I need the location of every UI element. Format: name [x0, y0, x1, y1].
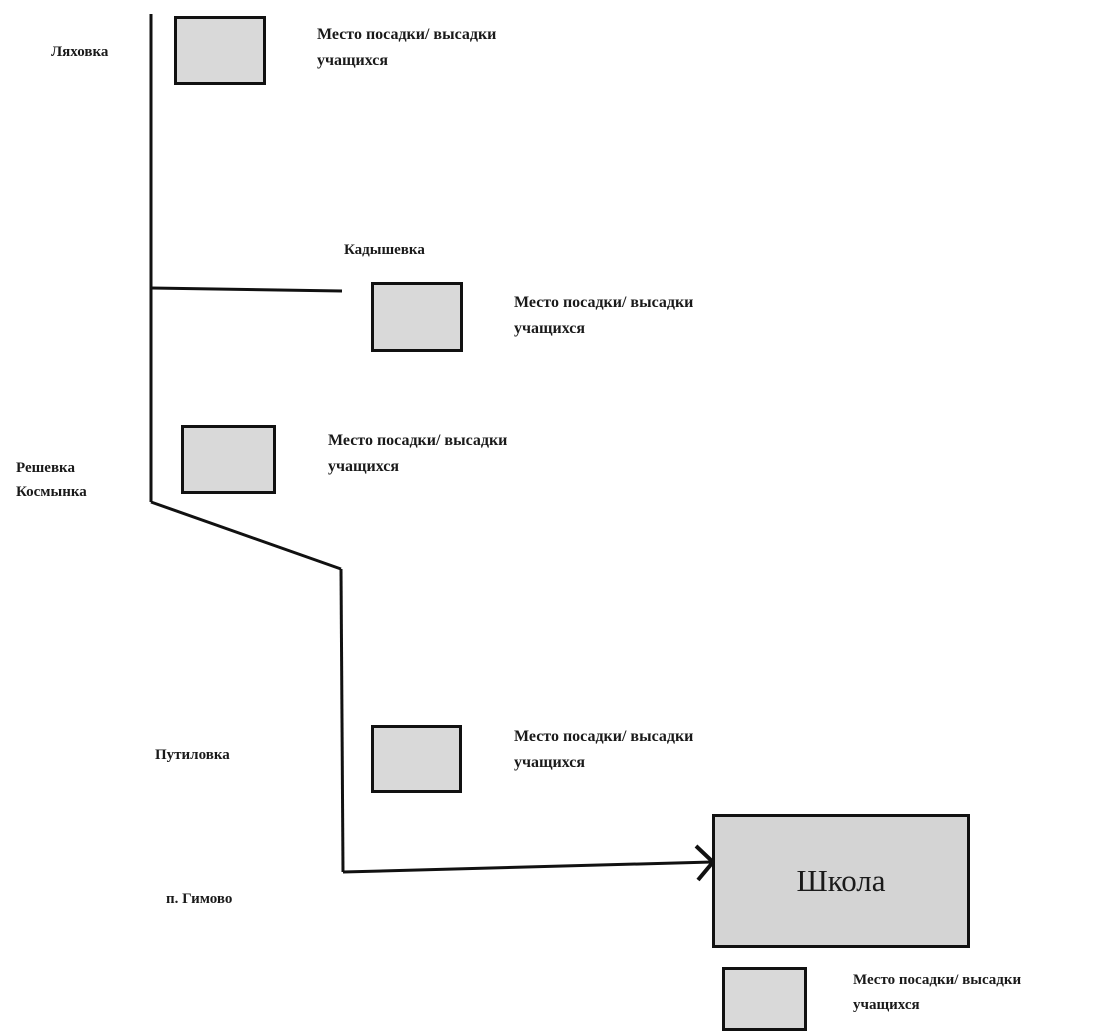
stop-box-kadyshevka	[371, 282, 463, 352]
stop-note-kadyshevka: Место посадки/ высадки учащихся	[514, 290, 693, 342]
village-gimovo: п. Гимово	[166, 891, 233, 907]
diagonal-road-segment	[150, 500, 342, 571]
school-building: Школа	[712, 814, 970, 948]
village-kosmynka: Космынка	[16, 484, 87, 500]
stop-note-line1: Место посадки/ высадки	[853, 972, 1022, 988]
stop-note-line2: учащихся	[853, 997, 920, 1013]
kadyshevka-branch	[150, 286, 343, 293]
stop-note-lyakhovka: Место посадки/ высадки учащихся	[317, 22, 496, 74]
road-to-school	[342, 860, 713, 874]
stop-note-line2: учащихся	[317, 52, 389, 69]
stop-note-line1: Место посадки/ высадки	[514, 728, 694, 745]
stop-box-lyakhovka	[174, 16, 266, 85]
stop-note-line1: Место посадки/ высадки	[514, 294, 694, 311]
stop-note-line2: учащихся	[514, 320, 586, 337]
stop-note-school: Место посадки/ высадки учащихся	[853, 968, 1021, 1018]
stop-note-reshevka: Место посадки/ высадки учащихся	[328, 428, 507, 480]
stop-note-putilovka: Место посадки/ высадки учащихся	[514, 724, 693, 776]
stop-box-putilovka	[371, 725, 462, 793]
lower-road-segment	[339, 568, 345, 873]
village-lyakhovka: Ляховка	[51, 44, 109, 60]
village-reshevka: Решевка	[16, 460, 75, 476]
stop-box-reshevka	[181, 425, 276, 494]
stop-box-school	[722, 967, 807, 1031]
stop-note-line2: учащихся	[514, 754, 586, 771]
village-putilovka: Путиловка	[155, 747, 230, 763]
village-kadyshevka: Кадышевка	[344, 242, 425, 258]
school-label: Школа	[796, 863, 886, 898]
stop-note-line1: Место посадки/ высадки	[317, 26, 497, 43]
stop-note-line1: Место посадки/ высадки	[328, 432, 508, 449]
stop-note-line2: учащихся	[328, 458, 400, 475]
